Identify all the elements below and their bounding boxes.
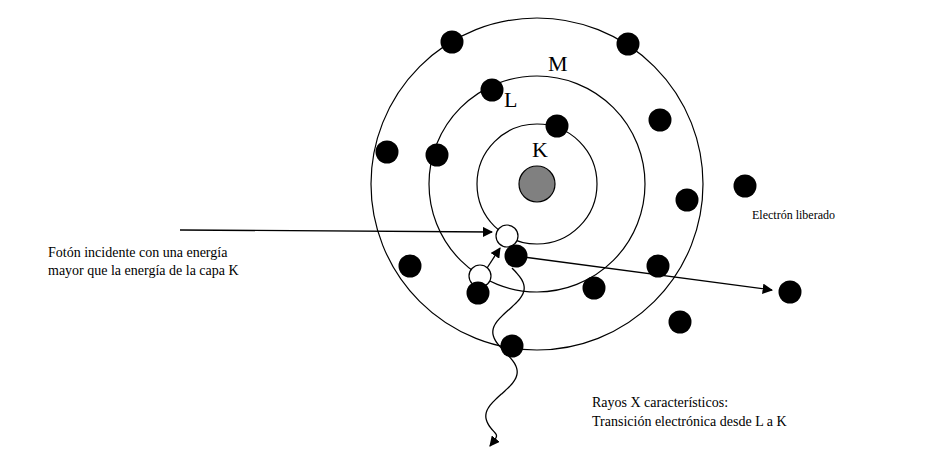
electron <box>546 115 569 138</box>
shell-label: M <box>548 50 568 78</box>
electron <box>481 79 504 102</box>
xray-label: Transición electrónica desde L a K <box>592 413 787 431</box>
k-vacancy <box>496 225 518 247</box>
shell-k <box>477 124 597 244</box>
electron <box>501 335 524 358</box>
electron <box>676 189 699 212</box>
electron <box>467 282 490 305</box>
xray-wave <box>486 268 524 446</box>
incident-photon-arrow <box>180 230 492 232</box>
xray-label: Rayos X característicos: <box>592 394 728 412</box>
nucleus <box>519 166 555 202</box>
electron <box>426 144 449 167</box>
ejected-electron-arrow <box>516 256 772 290</box>
electron <box>779 281 802 304</box>
electron <box>441 31 464 54</box>
electron <box>376 141 399 164</box>
electron <box>647 255 670 278</box>
electron <box>505 245 528 268</box>
shell-m <box>371 18 703 350</box>
electron <box>649 109 672 132</box>
electron <box>399 255 422 278</box>
electrons <box>376 31 802 358</box>
shell-label: L <box>504 86 517 114</box>
shell-l <box>429 76 645 292</box>
ejected-electron-label: Electrón liberado <box>752 208 835 223</box>
electron <box>669 311 692 334</box>
shell-label: K <box>532 136 548 164</box>
electron <box>617 33 640 56</box>
electron <box>734 175 757 198</box>
electron <box>583 277 606 300</box>
incident-photon-label: Fotón incidente con una energía mayor qu… <box>48 244 240 279</box>
